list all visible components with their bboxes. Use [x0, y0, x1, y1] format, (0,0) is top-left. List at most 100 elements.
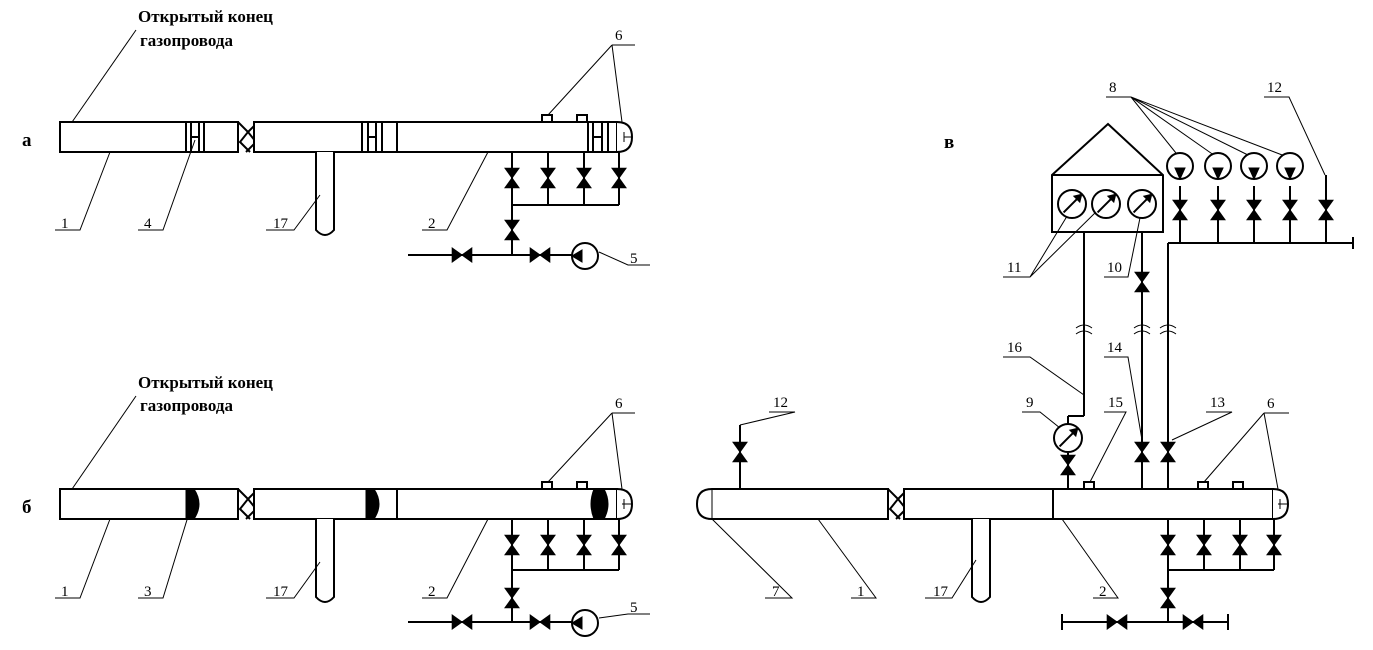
valve-c-riser-13 — [1160, 441, 1176, 463]
pipeline-c — [695, 488, 1290, 520]
label-6-c: 6 — [1267, 396, 1275, 412]
valve-c-gauge-9 — [1060, 454, 1076, 476]
panel-label-a: а — [22, 130, 32, 151]
gauge-8-1 — [1166, 152, 1194, 181]
valve-c-vertical-2 — [1196, 534, 1212, 556]
valve-c-inlet-12 — [732, 441, 748, 463]
pressure-tap-c1 — [1197, 481, 1209, 490]
pressure-gauge-9 — [1053, 423, 1083, 453]
valve-c-top-4 — [1282, 199, 1298, 221]
valve-a-horizontal-2 — [529, 247, 551, 263]
pipe-segment-3 — [396, 121, 618, 153]
pressure-tap-c2 — [1232, 481, 1244, 490]
leader-open-end-a — [69, 29, 137, 126]
valve-a-vertical-2 — [540, 167, 556, 189]
cabinet-gauge-1 — [1057, 189, 1087, 219]
scheme-b: б Открытый конец газопровода — [22, 373, 650, 623]
spherical-pig-b2 — [365, 488, 380, 520]
label-7-c: 7 — [772, 584, 780, 600]
valve-c-vertical-1 — [1160, 534, 1176, 556]
pipe-segment-3 — [1052, 488, 1274, 520]
label-9-c: 9 — [1026, 395, 1034, 411]
compressor-arrow-b — [571, 616, 583, 630]
valve-c-vertical-3 — [1232, 534, 1248, 556]
panel-label-b: б — [22, 497, 32, 518]
spherical-pig-b1 — [185, 488, 200, 520]
valve-b-vertical-4 — [611, 534, 627, 556]
valve-c-top-2 — [1210, 199, 1226, 221]
spherical-pig-b3 — [590, 488, 609, 520]
separator-piston-a2 — [361, 121, 383, 153]
label-5-b: 5 — [630, 600, 638, 616]
label-6-a: 6 — [615, 28, 623, 44]
valve-b-vertical-1 — [504, 534, 520, 556]
valve-a-horizontal-1 — [451, 247, 473, 263]
label-1-b: 1 — [61, 584, 69, 600]
label-2-b: 2 — [428, 584, 436, 600]
valves — [451, 167, 1334, 630]
valve-a-vertical-3 — [576, 167, 592, 189]
cabinet-gauge-2 — [1091, 189, 1121, 219]
label-17-c: 17 — [933, 584, 949, 600]
scheme-a: а Открытый конец газопровода — [22, 7, 650, 267]
valve-c-vertical-main — [1160, 587, 1176, 609]
valve-c-top-5 — [1318, 199, 1334, 221]
condensate-collector-c — [971, 519, 991, 603]
pressure-tap-b2 — [576, 481, 588, 490]
label-12-c-top: 12 — [1267, 80, 1282, 96]
label-11-c: 11 — [1007, 260, 1021, 276]
open-end-caption-a-line1: Открытый конец — [138, 7, 273, 26]
pipe-segment-1 — [695, 488, 889, 520]
cabinet-gauge-3 — [1127, 189, 1157, 219]
label-10-c: 10 — [1107, 260, 1122, 276]
label-16-c: 16 — [1007, 340, 1023, 356]
gauge-8-3 — [1240, 152, 1268, 181]
label-13-c: 13 — [1210, 395, 1225, 411]
open-end-caption-a-line2: газопровода — [140, 31, 233, 50]
pipe-segment-2 — [903, 488, 1054, 520]
label-17-b: 17 — [273, 584, 289, 600]
compressor-arrow-a — [571, 249, 583, 263]
label-1-a: 1 — [61, 216, 69, 232]
label-17-a: 17 — [273, 216, 289, 232]
open-end-caption-b-line1: Открытый конец — [138, 373, 273, 392]
valve-a-vertical-1 — [504, 167, 520, 189]
pipe-segment-1 — [59, 488, 239, 520]
label-1-c: 1 — [857, 584, 865, 600]
pressure-tap-a1 — [541, 114, 553, 123]
open-end-caption-b-line2: газопровода — [140, 396, 233, 415]
label-8-c: 8 — [1109, 80, 1117, 96]
valve-b-horizontal-1 — [451, 614, 473, 630]
gauges — [571, 152, 1304, 637]
valve-c-horizontal-1 — [1106, 614, 1128, 630]
gauge-8-2 — [1204, 152, 1232, 181]
separator-piston-a1 — [185, 121, 205, 153]
valve-c-riser-10 — [1134, 271, 1150, 293]
pipeline-b — [59, 488, 634, 520]
valve-c-horizontal-2 — [1182, 614, 1204, 630]
pipe-segment-1 — [59, 121, 239, 153]
pipe-segment-3 — [396, 488, 618, 520]
label-15-c: 15 — [1108, 395, 1123, 411]
pipe-break-left — [237, 121, 251, 153]
valve-b-vertical-3 — [576, 534, 592, 556]
riser-breaks — [1075, 324, 1177, 335]
label-12-c-bottom: 12 — [773, 395, 788, 411]
valve-a-vertical-main — [504, 219, 520, 241]
label-6-b: 6 — [615, 396, 623, 412]
valve-b-horizontal-2 — [529, 614, 551, 630]
gauge-8-4 — [1276, 152, 1304, 181]
condensate-collector-a — [315, 152, 335, 236]
label-14-c: 14 — [1107, 340, 1123, 356]
valve-b-vertical-main — [504, 587, 520, 609]
panel-label-c: в — [944, 132, 954, 153]
pressure-tap-a2 — [576, 114, 588, 123]
pressure-tap-b1 — [541, 481, 553, 490]
valve-c-top-3 — [1246, 199, 1262, 221]
valve-c-top-1 — [1172, 199, 1188, 221]
leader-open-end-b — [69, 395, 137, 493]
separator-piston-a3 — [587, 121, 609, 153]
label-4-a: 4 — [144, 216, 152, 232]
label-3-b: 3 — [144, 584, 152, 600]
